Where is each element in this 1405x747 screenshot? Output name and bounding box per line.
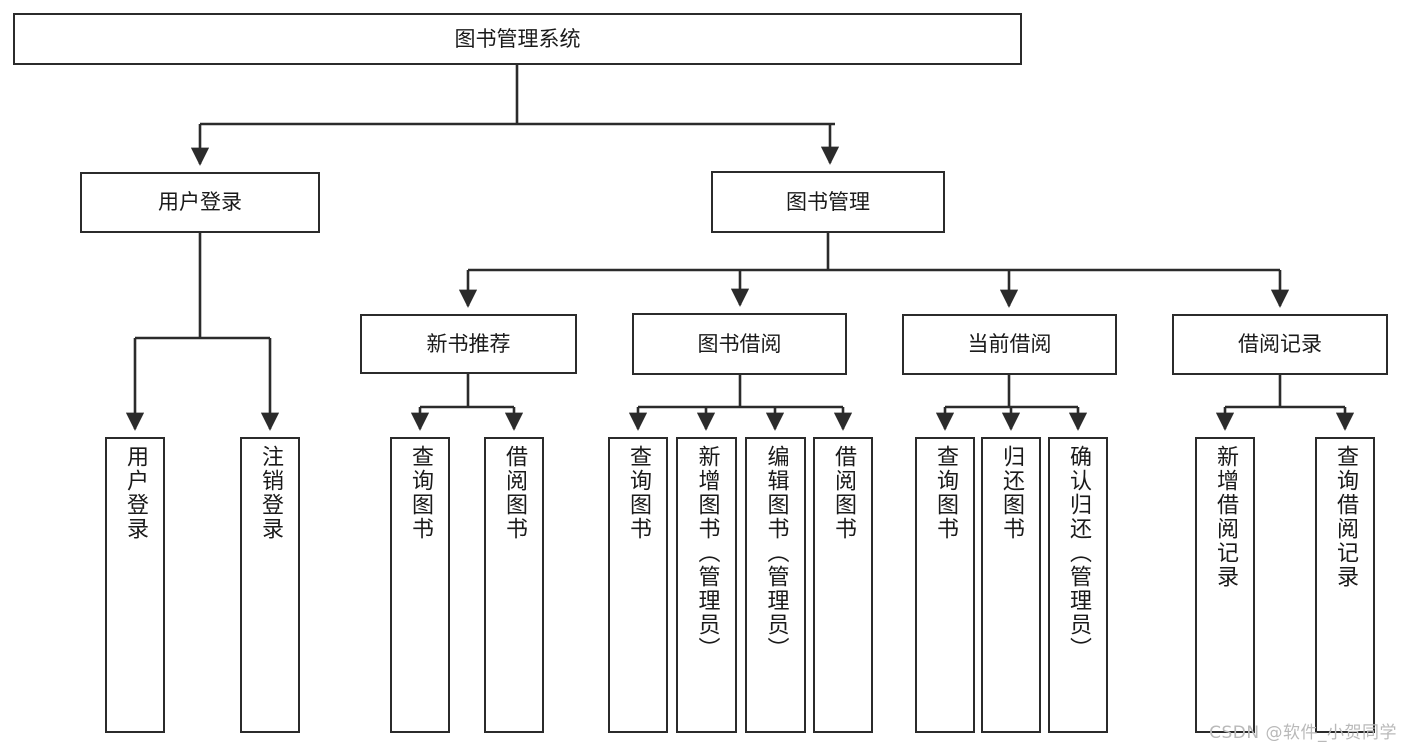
- node-new-book-recommend-label: 新书推荐: [426, 331, 511, 356]
- node-book-manage-label: 图书管理: [786, 189, 870, 214]
- node-user-login[interactable]: 用户登录: [80, 172, 320, 233]
- node-leaf-query-borrow-record[interactable]: 查询借阅记录: [1315, 437, 1375, 733]
- node-leaf-add-book[interactable]: 新增图书（管理员）: [676, 437, 737, 733]
- node-user-login-label: 用户登录: [158, 190, 242, 215]
- csdn-watermark: CSDN @软件_小贺同学: [1209, 723, 1397, 743]
- node-leaf-logout[interactable]: 注销登录: [240, 437, 300, 733]
- node-leaf-edit-book[interactable]: 编辑图书（管理员）: [745, 437, 806, 733]
- node-leaf-borrow-book-rec-label: 借阅图书: [502, 445, 527, 541]
- node-leaf-user-login-label: 用户登录: [123, 445, 148, 541]
- node-leaf-query-book-rec[interactable]: 查询图书: [390, 437, 450, 733]
- node-leaf-borrow-book-label: 借阅图书: [831, 445, 856, 541]
- node-leaf-query-book-current-label: 查询图书: [933, 445, 958, 541]
- node-leaf-borrow-book-rec[interactable]: 借阅图书: [484, 437, 544, 733]
- node-leaf-logout-label: 注销登录: [258, 445, 283, 541]
- node-borrow-record-label: 借阅记录: [1238, 332, 1322, 357]
- node-new-book-recommend[interactable]: 新书推荐: [360, 314, 577, 374]
- node-leaf-edit-book-label: 编辑图书（管理员）: [763, 445, 789, 661]
- node-leaf-add-borrow-record[interactable]: 新增借阅记录: [1195, 437, 1255, 733]
- node-leaf-query-book-rec-label: 查询图书: [408, 445, 433, 541]
- node-leaf-user-login[interactable]: 用户登录: [105, 437, 165, 733]
- node-borrow-record[interactable]: 借阅记录: [1172, 314, 1388, 375]
- node-root-label: 图书管理系统: [454, 26, 581, 51]
- node-current-borrow-label: 当前借阅: [967, 332, 1052, 357]
- node-leaf-add-book-label: 新增图书（管理员）: [694, 445, 720, 661]
- node-book-borrow[interactable]: 图书借阅: [632, 313, 847, 375]
- node-current-borrow[interactable]: 当前借阅: [902, 314, 1117, 375]
- node-leaf-return-book[interactable]: 归还图书: [981, 437, 1041, 733]
- node-leaf-confirm-return-label: 确认归还（管理员）: [1066, 445, 1091, 661]
- node-book-borrow-label: 图书借阅: [697, 331, 782, 356]
- node-root[interactable]: 图书管理系统: [13, 13, 1022, 65]
- node-leaf-confirm-return[interactable]: 确认归还（管理员）: [1048, 437, 1108, 733]
- node-leaf-query-book-borrow[interactable]: 查询图书: [608, 437, 668, 733]
- node-leaf-query-book-current[interactable]: 查询图书: [915, 437, 975, 733]
- node-leaf-query-borrow-record-label: 查询借阅记录: [1333, 445, 1358, 589]
- node-leaf-query-book-borrow-label: 查询图书: [626, 445, 651, 541]
- node-leaf-return-book-label: 归还图书: [999, 445, 1024, 541]
- node-leaf-borrow-book[interactable]: 借阅图书: [813, 437, 873, 733]
- node-leaf-add-borrow-record-label: 新增借阅记录: [1213, 445, 1238, 589]
- node-book-manage[interactable]: 图书管理: [711, 171, 945, 233]
